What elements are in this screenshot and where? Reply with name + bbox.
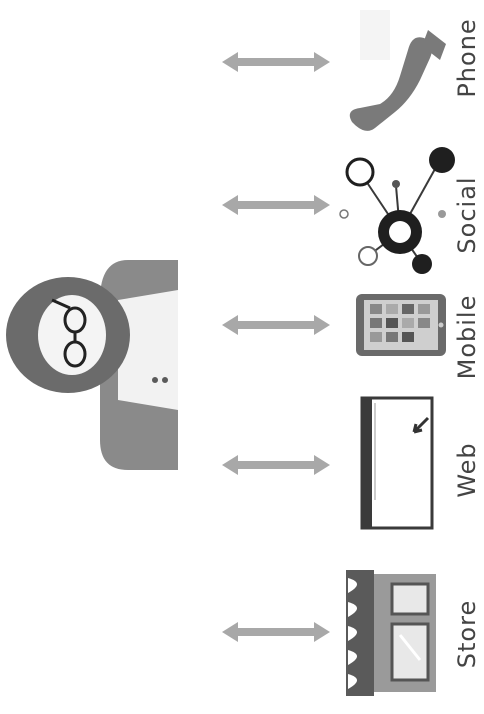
arrows [222, 52, 330, 642]
web-browser-icon [360, 396, 434, 530]
channel-label-mobile: Mobile [453, 295, 481, 380]
customer-avatar-icon [6, 260, 178, 470]
double-arrow-mobile [222, 315, 330, 335]
channel-label-web: Web [453, 442, 481, 497]
phone-icon [349, 10, 446, 131]
mobile-device-icon [356, 294, 446, 356]
double-arrow-social [222, 195, 330, 215]
double-arrow-web [222, 455, 330, 475]
social-network-icon [339, 147, 455, 274]
double-arrow-phone [222, 52, 330, 72]
storefront-icon [346, 570, 436, 696]
double-arrow-store [222, 622, 330, 642]
channel-label-store: Store [453, 600, 481, 668]
channel-label-social: Social [453, 176, 481, 253]
channel-label-phone: Phone [453, 18, 481, 97]
